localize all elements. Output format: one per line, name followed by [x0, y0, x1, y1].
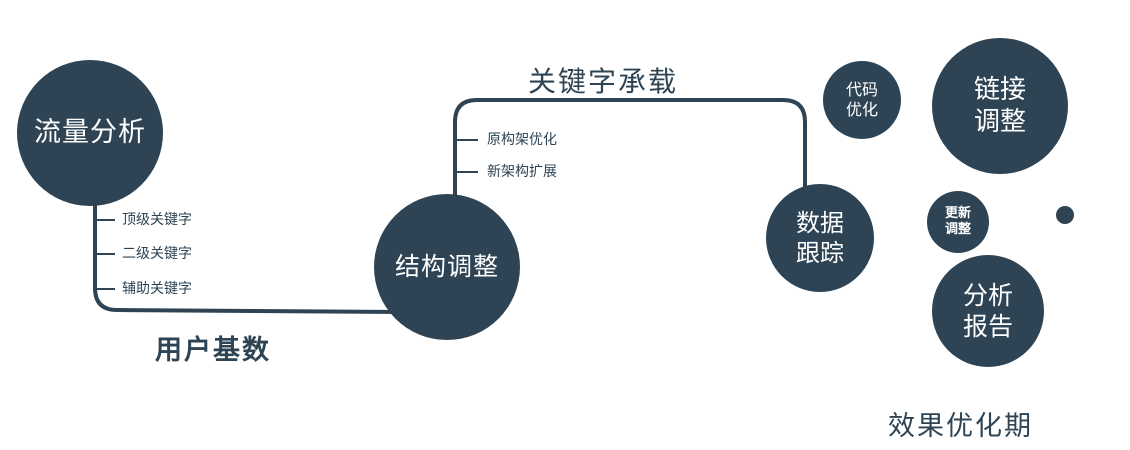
node-code-optimization: 代码 优化: [823, 61, 901, 139]
edge-label-keyword-carry: 关键字承载: [528, 65, 679, 98]
branch-label-original-architecture: 原构架优化: [487, 132, 557, 148]
node-update-adjustment-line2: 调整: [944, 222, 971, 237]
node-link-adjustment: 链接 调整: [932, 38, 1068, 174]
node-analysis-report-line2: 报告: [962, 312, 1013, 341]
branch-label-auxiliary-keywords: 辅助关键字: [122, 281, 192, 297]
node-structure-adjustment: 结构调整: [374, 194, 520, 340]
node-analysis-report: 分析 报告: [932, 255, 1044, 367]
bullet-dot: [1056, 206, 1074, 224]
node-data-tracking: 数据 跟踪: [766, 184, 874, 292]
node-update-adjustment: 更新 调整: [927, 191, 989, 253]
branch-label-new-architecture: 新架构扩展: [487, 164, 557, 180]
node-traffic-analysis-label: 流量分析: [34, 117, 146, 149]
node-link-adjustment-line2: 调整: [973, 107, 1026, 137]
edge-structure-tracking: [453, 98, 807, 200]
branch-label-top-keywords: 顶级关键字: [122, 212, 192, 228]
footer-phase-label: 效果优化期: [888, 411, 1033, 442]
edge-label-user-base: 用户基数: [155, 335, 271, 366]
branch-label-secondary-keywords: 二级关键字: [122, 246, 192, 262]
node-link-adjustment-line1: 链接: [973, 74, 1026, 105]
node-code-optimization-line1: 代码: [845, 80, 878, 99]
node-traffic-analysis: 流量分析: [17, 60, 163, 206]
node-data-tracking-line1: 数据: [796, 209, 844, 237]
node-code-optimization-line2: 优化: [845, 100, 878, 119]
node-data-tracking-line2: 跟踪: [796, 239, 844, 267]
node-analysis-report-line1: 分析: [962, 280, 1013, 310]
node-structure-adjustment-label: 结构调整: [394, 252, 499, 282]
node-update-adjustment-line1: 更新: [944, 205, 971, 221]
